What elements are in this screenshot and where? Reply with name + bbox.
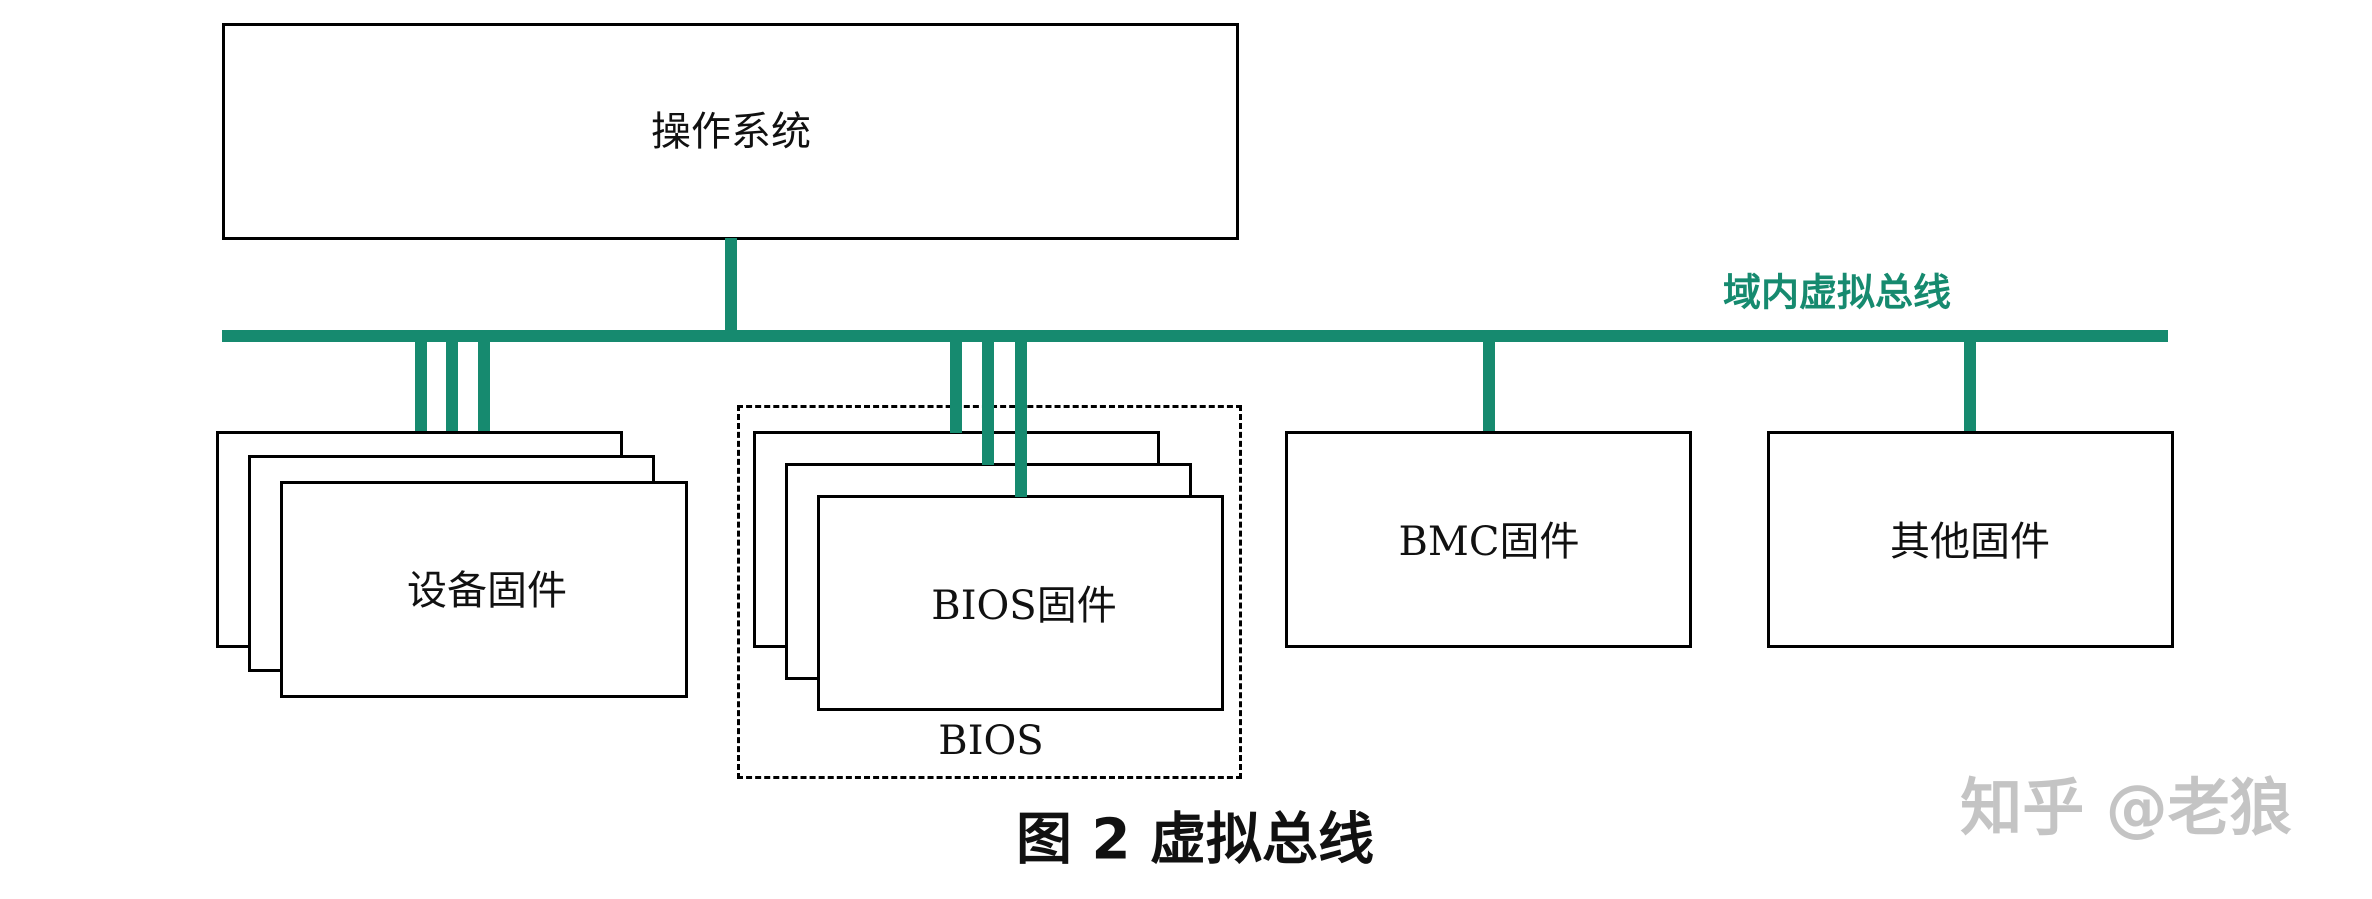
device-box-front [280, 481, 688, 698]
device-label: 设备固件 [407, 568, 567, 614]
bios-group-label: BIOS [938, 718, 1044, 764]
bios-connector-1 [950, 336, 962, 433]
other-connector [1964, 336, 1976, 433]
bios-label: BIOS固件 [931, 583, 1117, 629]
bios-connector-3 [1015, 336, 1027, 497]
other-label: 其他固件 [1890, 519, 2050, 565]
device-connector-2 [446, 336, 458, 457]
bmc-connector [1483, 336, 1495, 433]
bus-label: 域内虚拟总线 [1722, 270, 1952, 315]
bmc-box [1285, 431, 1692, 648]
other-box [1767, 431, 2174, 648]
watermark: 知乎 @老狼 [1960, 771, 2292, 844]
bios-box-front [817, 495, 1224, 711]
bmc-label: BMC固件 [1398, 519, 1580, 565]
os-box [222, 23, 1239, 240]
os-label: 操作系统 [651, 109, 811, 155]
figure-caption: 图 2 虚拟总线 [1016, 807, 1374, 873]
os-connector [725, 238, 737, 338]
bios-connector-2 [982, 336, 994, 465]
device-connector-1 [415, 336, 427, 433]
virtual-bus [222, 330, 2168, 342]
